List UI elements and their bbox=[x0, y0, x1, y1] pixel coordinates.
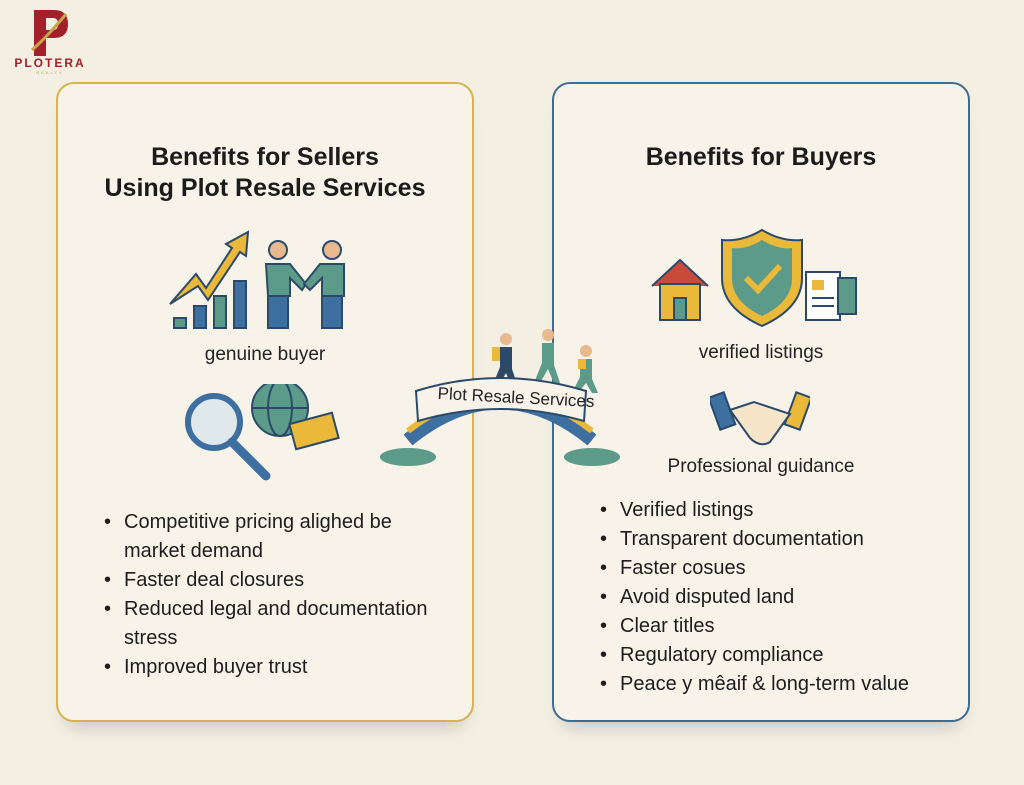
sellers-bullet: Improved buyer trust bbox=[102, 653, 442, 682]
magnifier-globe-cash-icons bbox=[185, 384, 340, 481]
sellers-bullet: Reduced legal and documentation stress bbox=[102, 595, 442, 653]
buyers-card: Benefits for Buyers verified listings Pr… bbox=[552, 82, 970, 722]
sellers-card: Benefits for Sellers Using Plot Resale S… bbox=[56, 82, 474, 722]
handshake-people-icon bbox=[264, 240, 345, 329]
shield-check-icon bbox=[721, 228, 803, 328]
buyers-bullet: Peace y mêaif & long-term value bbox=[598, 670, 958, 699]
brand-name: PLOTERA bbox=[14, 56, 86, 70]
sellers-title-line2: Using Plot Resale Services bbox=[104, 174, 426, 202]
buyer-icons bbox=[651, 228, 857, 328]
brand-sub: REALTY bbox=[36, 70, 64, 75]
brand-logo: PLOTERA REALTY bbox=[10, 6, 90, 75]
buyers-bullet: Faster cosues bbox=[598, 554, 958, 583]
verified-listings-label: verified listings bbox=[698, 342, 824, 363]
house-icon bbox=[651, 258, 709, 321]
sellers-bullet: Faster deal closures bbox=[102, 566, 442, 595]
buyers-bullets: Verified listings Transparent documentat… bbox=[598, 496, 958, 699]
buyers-bullet: Transparent documentation bbox=[598, 525, 958, 554]
sellers-title: Benefits for Sellers Using Plot Resale S… bbox=[58, 142, 472, 204]
buyers-bullet: Avoid disputed land bbox=[598, 583, 958, 612]
handshake-icon bbox=[710, 391, 810, 446]
sellers-bullets: Competitive pricing alighed be market de… bbox=[102, 508, 442, 682]
buyers-title: Benefits for Buyers bbox=[645, 143, 877, 171]
bridge-icon bbox=[380, 329, 620, 466]
professional-guidance-label: Professional guidance bbox=[667, 456, 855, 477]
sellers-title-line1: Benefits for Sellers bbox=[151, 143, 379, 171]
sellers-bullet: Competitive pricing alighed be market de… bbox=[102, 508, 442, 566]
growth-chart-icon bbox=[169, 230, 250, 329]
buyers-bullet: Clear titles bbox=[598, 612, 958, 641]
logo-p-icon bbox=[31, 10, 68, 56]
walking-people-icon bbox=[492, 329, 598, 393]
buyers-bullet: Regulatory compliance bbox=[598, 641, 958, 670]
cash-icon bbox=[288, 411, 340, 451]
magnifier-icon bbox=[185, 393, 243, 451]
document-icon bbox=[805, 271, 857, 321]
genuine-buyer-label: genuine buyer bbox=[204, 344, 326, 365]
buyers-bullet: Verified listings bbox=[598, 496, 958, 525]
